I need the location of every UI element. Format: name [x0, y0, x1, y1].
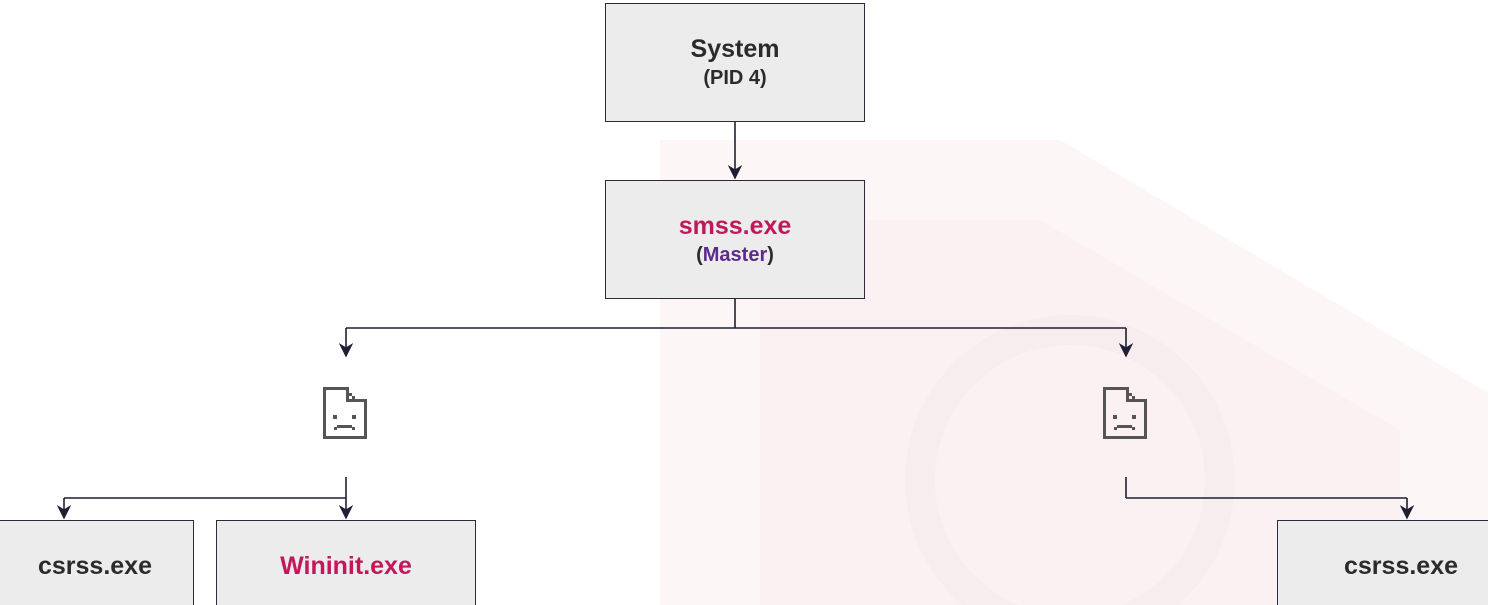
system-node-title: System [690, 34, 780, 63]
wininit-node: Wininit.exe [216, 520, 476, 605]
smss-node: smss.exe (Master) [605, 180, 865, 299]
system-node: System (PID 4) [605, 3, 865, 122]
csrss-left-title: csrss.exe [37, 552, 152, 580]
smss-node-role: Master [702, 243, 768, 266]
csrss-right-title: csrss.exe [1344, 552, 1459, 580]
smss-node-role-line: (Master) [696, 241, 774, 269]
csrss-right-node: csrss.exe [1277, 520, 1488, 605]
smss-paren-close: ) [767, 243, 774, 266]
wininit-title: Wininit.exe [280, 552, 412, 580]
system-node-pid: (PID 4) [703, 66, 767, 89]
broken-document-icon [323, 387, 367, 439]
csrss-left-node: csrss.exe [0, 520, 194, 605]
broken-document-icon [1103, 387, 1147, 439]
smss-node-title: smss.exe [678, 211, 792, 240]
smss-paren-open: ( [696, 243, 703, 266]
